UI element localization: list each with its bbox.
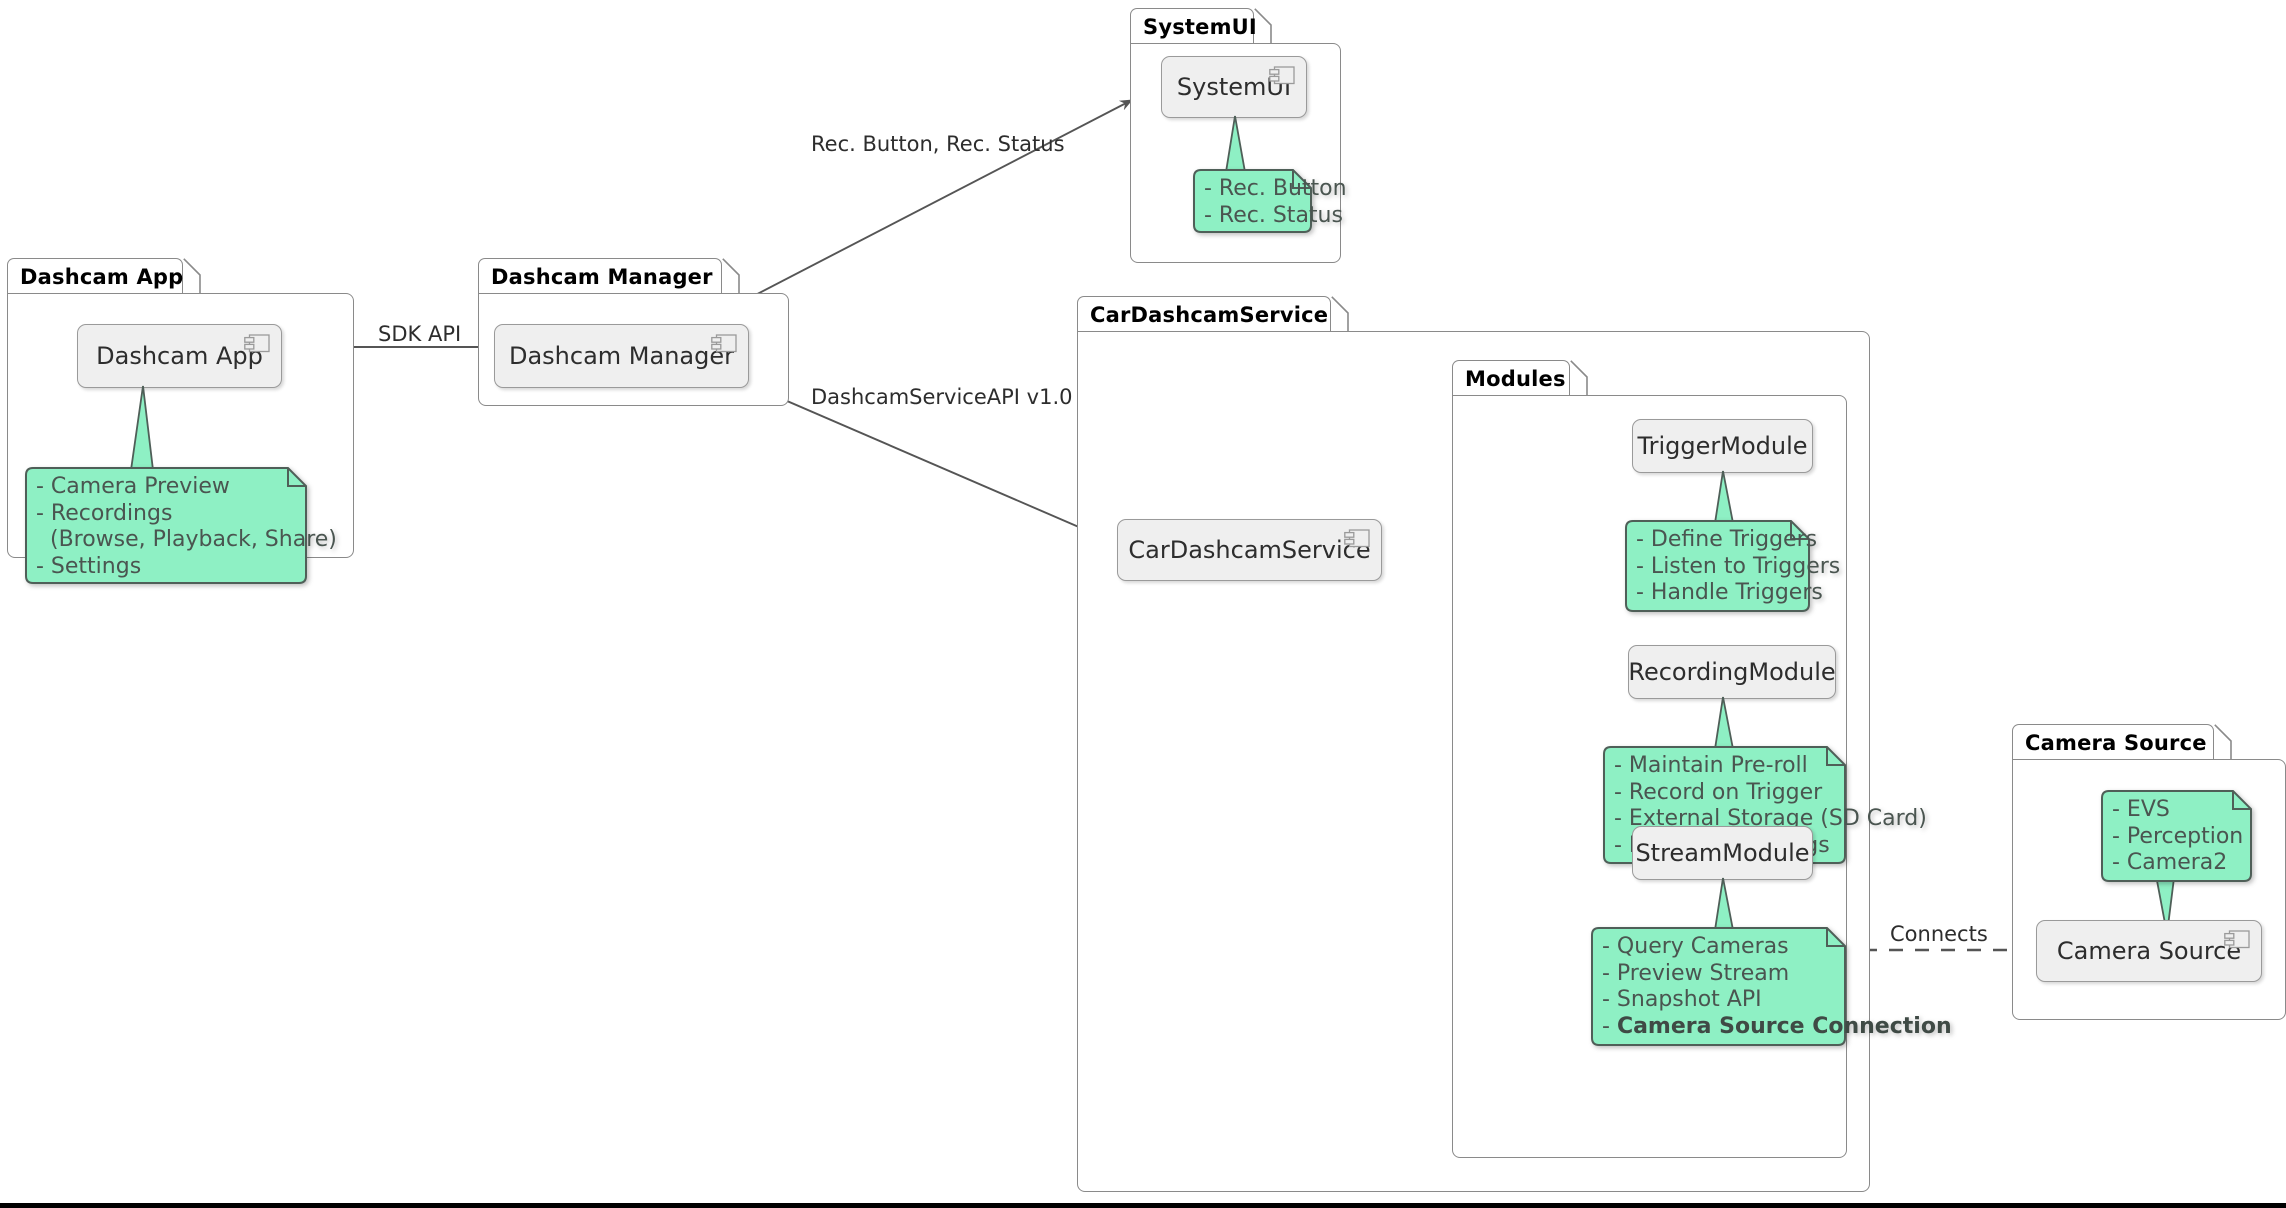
note-text-dashcam-app: - Camera Preview - Recordings (Browse, P…	[36, 474, 337, 579]
package-tab-modules: Modules	[1452, 360, 1570, 396]
component-label-car-dashcam-service: CarDashcamService	[1128, 536, 1371, 564]
component-dashcam-manager[interactable]: Dashcam Manager	[494, 324, 749, 388]
component-icon	[711, 334, 737, 353]
package-dashcam-manager: Dashcam Manager Dashcam Manager	[478, 258, 789, 406]
package-dashcam-app: Dashcam App Dashcam App	[7, 258, 354, 584]
component-icon	[1344, 529, 1370, 548]
bottom-band	[0, 1203, 2286, 1208]
note-text-system-ui: - Rec. Button - Rec. Status	[1204, 176, 1347, 228]
component-trigger-module[interactable]: TriggerModule	[1632, 419, 1813, 473]
package-car-dashcam-service: CarDashcamService CarDashcamService Modu…	[1077, 296, 1952, 1192]
edge-label-dashcam-service-api: DashcamServiceAPI v1.0	[811, 385, 1073, 409]
package-tab-system-ui: SystemUI	[1130, 8, 1257, 44]
note-trigger-module: - Define Triggers - Listen to Triggers -…	[1622, 518, 1841, 614]
edge-label-rec-button-status: Rec. Button, Rec. Status	[811, 132, 1065, 156]
edge-rec-button-status	[735, 99, 1133, 306]
component-label-recording-module: RecordingModule	[1628, 658, 1836, 686]
component-icon	[2224, 930, 2250, 949]
package-label-modules: Modules	[1465, 366, 1566, 391]
note-tail-dashcam-app	[129, 385, 155, 471]
note-system-ui: - Rec. Button - Rec. Status	[1190, 167, 1347, 235]
component-camera-source[interactable]: Camera Source	[2036, 920, 2262, 982]
package-label-dashcam-app: Dashcam App	[20, 264, 184, 289]
edge-label-connects: Connects	[1890, 922, 1988, 946]
package-tab-slope-modules	[1570, 360, 1588, 396]
component-system-ui[interactable]: SystemUI	[1161, 56, 1307, 118]
note-camera-source: - EVS - Perception - Camera2	[2098, 788, 2254, 884]
note-dashcam-app: - Camera Preview - Recordings (Browse, P…	[22, 465, 337, 586]
component-label-dashcam-manager: Dashcam Manager	[508, 342, 734, 370]
note-text-stream-module: - Query Cameras - Preview Stream - Snaps…	[1602, 934, 1952, 1039]
package-system-ui: SystemUI SystemUI	[1130, 8, 1347, 263]
package-camera-source: Camera Source - EVS - Perception - Camer…	[2012, 724, 2286, 1020]
edge-label-sdk-api: SDK API	[378, 322, 462, 346]
note-text-camera-source: - EVS - Perception - Camera2	[2112, 797, 2244, 875]
package-tab-dashcam-app: Dashcam App	[7, 258, 183, 294]
package-tab-slope-system-ui	[1254, 8, 1272, 44]
package-tab-slope-car-dashcam-service	[1331, 296, 1349, 332]
package-tab-camera-source: Camera Source	[2012, 724, 2214, 760]
note-text-trigger-module: - Define Triggers - Listen to Triggers -…	[1636, 527, 1841, 605]
package-tab-slope-camera-source	[2214, 724, 2232, 760]
package-label-system-ui: SystemUI	[1143, 14, 1257, 39]
package-tab-dashcam-manager: Dashcam Manager	[478, 258, 722, 294]
note-stream-module: - Query Cameras - Preview Stream - Snaps…	[1588, 925, 1952, 1048]
package-tab-slope-dashcam-manager	[722, 258, 740, 294]
component-car-dashcam-service[interactable]: CarDashcamService	[1117, 519, 1382, 581]
component-label-stream-module: StreamModule	[1635, 839, 1810, 867]
package-label-car-dashcam-service: CarDashcamService	[1090, 302, 1329, 327]
package-label-dashcam-manager: Dashcam Manager	[491, 264, 713, 289]
component-dashcam-app[interactable]: Dashcam App	[77, 324, 282, 388]
package-tab-slope-dashcam-app	[183, 258, 201, 294]
component-stream-module[interactable]: StreamModule	[1632, 826, 1813, 880]
component-label-camera-source: Camera Source	[2056, 937, 2242, 965]
component-recording-module[interactable]: RecordingModule	[1628, 645, 1836, 699]
component-icon	[1269, 66, 1295, 85]
component-label-dashcam-app: Dashcam App	[96, 342, 263, 370]
package-modules: Modules TriggerModule - Define Trig	[1452, 360, 1952, 1158]
package-label-camera-source: Camera Source	[2025, 730, 2207, 755]
package-tab-car-dashcam-service: CarDashcamService	[1077, 296, 1331, 332]
component-icon	[244, 334, 270, 353]
component-label-trigger-module: TriggerModule	[1637, 432, 1808, 460]
